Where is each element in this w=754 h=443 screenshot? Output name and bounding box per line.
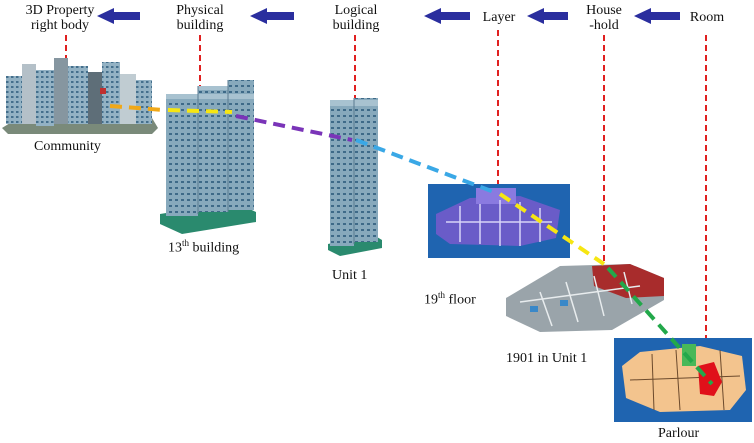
room-plan-model — [614, 338, 752, 422]
hierarchy-arrows — [97, 8, 680, 24]
left-arrow-icon — [424, 8, 470, 24]
caption-floor: 19th floor — [424, 290, 476, 308]
green-link — [606, 266, 714, 386]
caption-building: 13th building — [168, 238, 240, 256]
cyan-link — [355, 138, 495, 194]
level-label-logical-building: Logical building — [332, 3, 380, 33]
caption-household: 1901 in Unit 1 — [506, 351, 588, 366]
level-label-physical-building: Physical building — [176, 3, 224, 33]
yellow-link-2 — [498, 192, 606, 266]
level-label-layer: Layer — [482, 10, 516, 25]
community-model — [2, 58, 158, 134]
left-arrow-icon — [634, 8, 680, 24]
physical-building-model — [160, 80, 256, 234]
floor-plan-model — [428, 184, 570, 258]
caption-room: Parlour — [658, 426, 700, 441]
caption-unit: Unit 1 — [332, 268, 368, 283]
logical-building-model — [328, 98, 382, 256]
level-label-room: Room — [689, 10, 725, 25]
purple-link — [235, 114, 353, 142]
orange-link — [109, 104, 165, 112]
level-label-property-body: 3D Property right body — [25, 3, 95, 33]
left-arrow-icon — [527, 8, 568, 24]
left-arrow-icon — [97, 8, 140, 24]
left-arrow-icon — [250, 8, 294, 24]
level-label-household: House -hold — [586, 3, 622, 33]
caption-community: Community — [34, 139, 101, 154]
yellow-link — [167, 108, 233, 114]
household-model — [506, 264, 664, 332]
link-lines — [109, 104, 714, 386]
